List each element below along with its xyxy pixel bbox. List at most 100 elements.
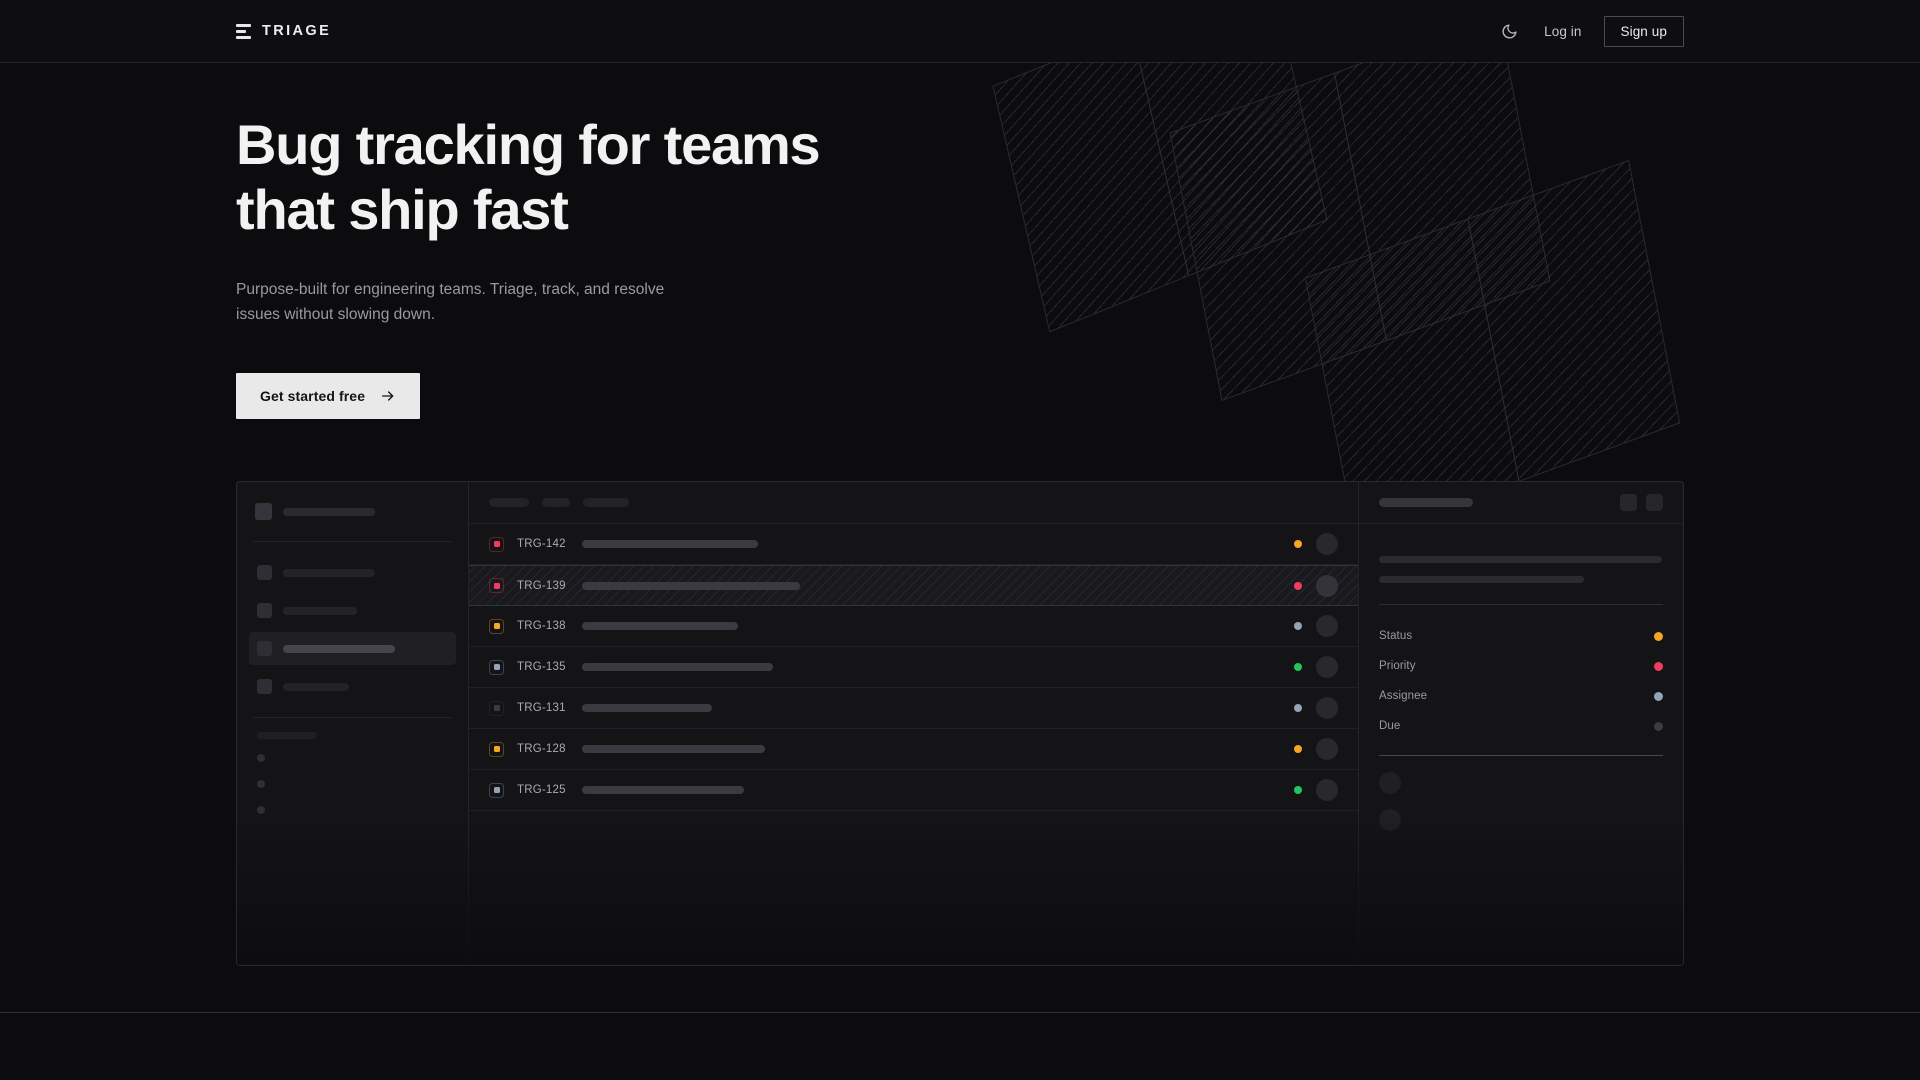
row-trailing [1294,656,1338,679]
status-chip[interactable] [489,741,504,757]
status-chip[interactable] [489,536,504,552]
status-chip[interactable] [489,659,504,675]
sidebar-nav-item-3[interactable] [249,632,456,666]
avatar[interactable] [1316,615,1338,638]
detail-divider-2 [1379,755,1663,757]
detail-header-actions [1620,494,1663,512]
meta-row-status[interactable]: Status [1379,621,1663,651]
table-row[interactable]: TRG-142 [469,524,1358,566]
toolbar-pill-3[interactable] [583,498,629,508]
row-trailing [1294,779,1338,802]
dot-icon [257,754,265,763]
sidebar-dot-item-3[interactable] [249,797,456,823]
issue-id: TRG-138 [517,620,566,633]
sidebar-dot-list [249,745,456,823]
detail-divider [1379,604,1663,606]
meta-value-dot [1654,661,1663,671]
sidebar-nav-item-1[interactable] [249,556,456,589]
avatar[interactable] [1316,574,1338,597]
avatar[interactable] [1316,738,1338,761]
nav-item-icon [257,565,272,581]
row-trailing [1294,738,1338,761]
meta-row-priority[interactable]: Priority [1379,651,1663,681]
brand-logo[interactable]: TRIAGE [236,23,331,39]
detail-body-line-2 [1379,576,1584,584]
priority-dot [1294,540,1302,549]
meta-row-assignee[interactable]: Assignee [1379,681,1663,711]
status-chip[interactable] [489,618,504,634]
comment-list [1379,772,1663,832]
nav-item-label-skeleton [283,606,357,615]
moon-icon[interactable] [1496,18,1522,44]
sidebar-nav-item-4[interactable] [249,670,456,703]
sidebar-nav-item-2[interactable] [249,594,456,627]
comment-avatar-1[interactable] [1379,772,1663,795]
signup-button[interactable]: Sign up [1603,15,1684,47]
detail-action-2-button[interactable] [1646,494,1663,512]
priority-dot [1294,704,1302,713]
meta-row-due[interactable]: Due [1379,711,1663,741]
table-row[interactable]: TRG-135 [469,647,1358,689]
cta-label: Get started free [260,388,366,405]
meta-value-dot [1654,631,1663,641]
detail-action-1-button[interactable] [1620,494,1637,512]
table-row[interactable]: TRG-125 [469,770,1358,812]
nav-item-label-skeleton [283,568,375,577]
priority-dot [1294,745,1302,754]
meta-value-dot [1654,691,1663,701]
row-trailing [1294,533,1338,556]
avatar[interactable] [1316,656,1338,679]
avatar[interactable] [1316,533,1338,556]
issue-title-skeleton [582,581,800,590]
status-chip[interactable] [489,782,504,798]
issue-list-toolbar [469,482,1358,525]
get-started-button[interactable]: Get started free [236,373,421,420]
meta-label: Due [1379,720,1401,733]
issue-title-skeleton [582,704,712,713]
toolbar-pill-1[interactable] [489,498,529,508]
table-row[interactable]: TRG-128 [469,729,1358,771]
issue-id: TRG-135 [517,661,566,674]
meta-label: Status [1379,630,1413,643]
issue-id: TRG-125 [517,784,566,797]
nav-item-label-skeleton [283,682,349,691]
priority-dot [1294,663,1302,672]
sidebar-nav-list [249,556,456,703]
sidebar-section-label-skeleton [257,732,317,740]
headline-line-2: that ship fast [236,177,569,241]
table-row[interactable]: TRG-138 [469,606,1358,648]
status-chip[interactable] [489,578,504,594]
avatar [1379,809,1401,832]
page-title: Bug tracking for teams that ship fast [236,113,876,243]
issue-id: TRG-142 [517,538,566,551]
avatar[interactable] [1316,779,1338,802]
comment-avatar-2[interactable] [1379,809,1663,832]
status-chip[interactable] [489,700,504,716]
sidebar-divider-bottom [253,717,452,719]
sidebar-dot-item-2[interactable] [249,771,456,797]
sidebar-divider-top [253,541,452,543]
sidebar-workspace-header[interactable] [249,496,456,527]
table-row[interactable]: TRG-139 [469,565,1358,607]
priority-dot [1294,786,1302,795]
dot-icon [257,780,265,789]
detail-breadcrumb-skeleton [1379,498,1473,508]
issue-id: TRG-139 [517,579,566,592]
issue-title-skeleton [582,540,758,549]
issue-id: TRG-128 [517,743,566,756]
stacked-bars-logo-icon [236,23,251,39]
headline-line-1: Bug tracking for teams [236,113,821,176]
avatar[interactable] [1316,697,1338,720]
meta-label: Priority [1379,660,1416,673]
toolbar-pill-2[interactable] [542,498,570,508]
login-link[interactable]: Log in [1544,23,1582,39]
nav-item-label-skeleton [283,644,395,653]
issue-title-skeleton [582,745,765,754]
sidebar-dot-item-1[interactable] [249,745,456,771]
table-row[interactable]: TRG-131 [469,688,1358,730]
